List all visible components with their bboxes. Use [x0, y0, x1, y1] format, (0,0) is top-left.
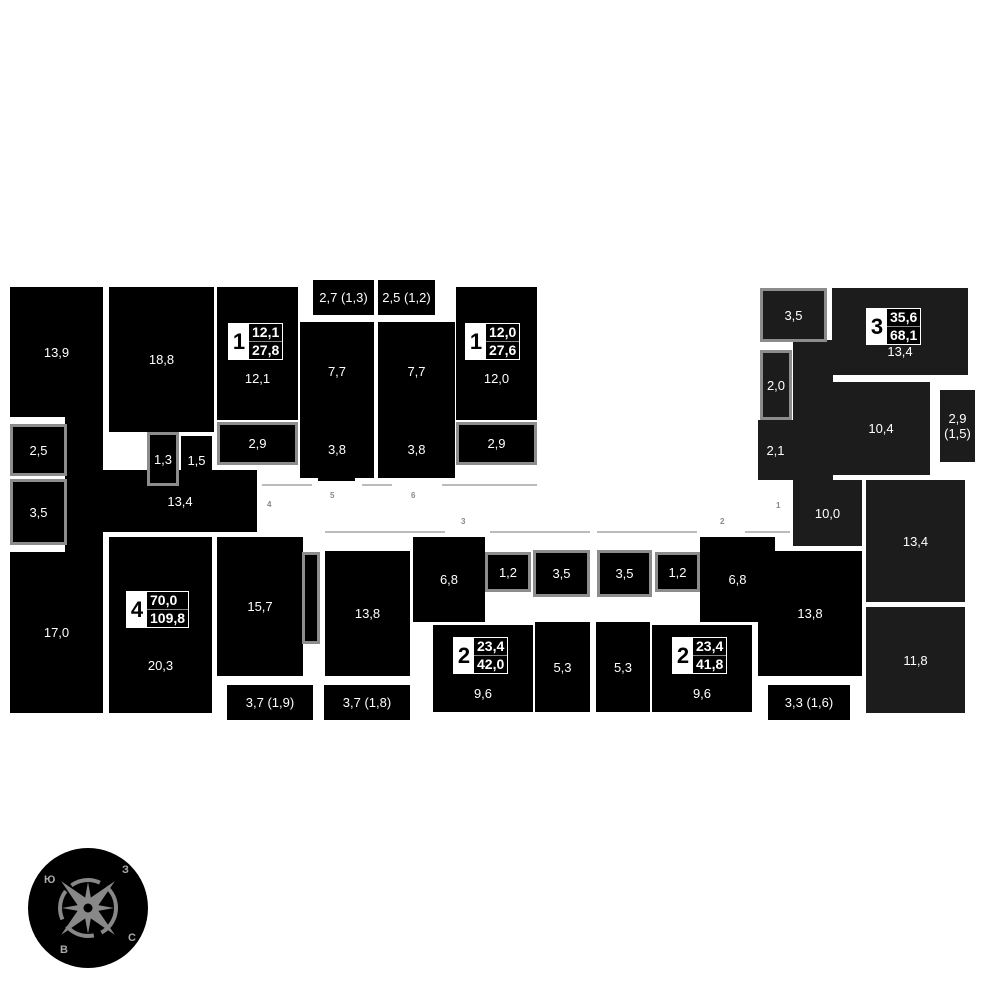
compass-west: З [122, 864, 129, 876]
storage[interactable]: 2,1 [758, 420, 793, 480]
balcony[interactable]: 2,5 (1,2) [378, 280, 435, 315]
corridor-wall [262, 484, 312, 486]
corridor-label: 1 [776, 501, 781, 510]
kitchen[interactable]: 7,7 [300, 322, 374, 420]
bathroom[interactable]: 3,5 [760, 288, 827, 342]
corridor-wall [325, 531, 445, 533]
corridor-wall [597, 531, 697, 533]
compass-east: В [60, 944, 68, 956]
total-area: 42,0 [474, 655, 508, 673]
compass-north: С [128, 932, 136, 944]
corridor-label: 2 [720, 517, 725, 526]
corridor-label: 6 [411, 491, 416, 500]
compass-south: Ю [44, 874, 56, 886]
room-count: 4 [127, 592, 147, 627]
corridor-wall [745, 531, 790, 533]
room[interactable]: 13,4 [103, 470, 257, 532]
bathroom[interactable]: 2,0 [760, 350, 792, 420]
kitchen[interactable]: 5,3 [596, 622, 650, 712]
room-count: 3 [867, 309, 887, 344]
hallway[interactable]: 3,8 [378, 420, 455, 478]
total-area: 41,8 [693, 655, 727, 673]
corridor-label: 5 [330, 491, 335, 500]
bathroom[interactable]: 3,5 [533, 550, 590, 597]
compass: Ю З В С [28, 848, 148, 968]
toilet[interactable]: 1,2 [485, 552, 531, 592]
living-area: 70,0 [150, 592, 178, 608]
bathroom[interactable]: 3,5 [10, 479, 67, 545]
storage[interactable]: 1,5 [181, 436, 212, 484]
kitchen[interactable]: 7,7 [378, 322, 455, 420]
room[interactable]: 17,0 [10, 552, 103, 713]
living-area: 23,4 [696, 638, 724, 654]
bathroom[interactable]: 2,9 [217, 422, 298, 465]
room[interactable]: 11,8 [866, 607, 965, 713]
kitchen[interactable]: 5,3 [535, 622, 590, 712]
room[interactable]: 13,8 [325, 551, 410, 676]
room-count: 1 [229, 324, 249, 359]
living-area: 35,6 [890, 309, 918, 325]
living-area: 23,4 [477, 638, 505, 654]
hallway-part [65, 417, 103, 552]
kitchen[interactable]: 15,7 [217, 537, 303, 676]
corridor-wall [442, 484, 537, 486]
living-area: 12,1 [252, 324, 280, 340]
corridor-label: 4 [267, 500, 272, 509]
hallway[interactable]: 10,0 [793, 480, 862, 546]
corridor-label: 3 [461, 517, 466, 526]
total-area: 27,8 [249, 341, 283, 359]
room[interactable]: 13,9 [10, 287, 103, 417]
balcony[interactable]: 3,7 (1,8) [324, 685, 410, 720]
total-area: 27,6 [486, 341, 520, 359]
room[interactable]: 10,4 [832, 382, 930, 475]
balcony[interactable]: 3,3 (1,6) [768, 685, 850, 720]
bathroom[interactable]: 3,5 [597, 550, 652, 597]
living-area: 12,0 [489, 324, 517, 340]
total-area: 68,1 [887, 326, 921, 344]
compass-rose-icon [58, 878, 118, 938]
corridor-wall [362, 484, 392, 486]
kitchen-counter [302, 552, 320, 644]
toilet[interactable]: 1,2 [655, 552, 700, 592]
room[interactable]: 13,8 [758, 551, 862, 676]
entry [318, 476, 355, 481]
corridor-wall [490, 531, 590, 533]
kitchen[interactable]: 13,4 [866, 480, 965, 602]
room[interactable]: 18,8 [109, 287, 214, 432]
balcony[interactable]: 2,9 (1,5) [940, 390, 975, 462]
bathroom[interactable]: 2,5 [10, 424, 67, 476]
hallway[interactable]: 3,8 [300, 420, 374, 478]
total-area: 109,8 [147, 609, 189, 627]
hallway[interactable]: 6,8 [413, 537, 485, 622]
toilet[interactable]: 1,3 [147, 432, 179, 486]
balcony[interactable]: 3,7 (1,9) [227, 685, 313, 720]
room-count: 2 [673, 638, 693, 673]
room-count: 1 [466, 324, 486, 359]
room-count: 2 [454, 638, 474, 673]
balcony[interactable]: 2,7 (1,3) [313, 280, 374, 315]
bathroom[interactable]: 2,9 [456, 422, 537, 465]
